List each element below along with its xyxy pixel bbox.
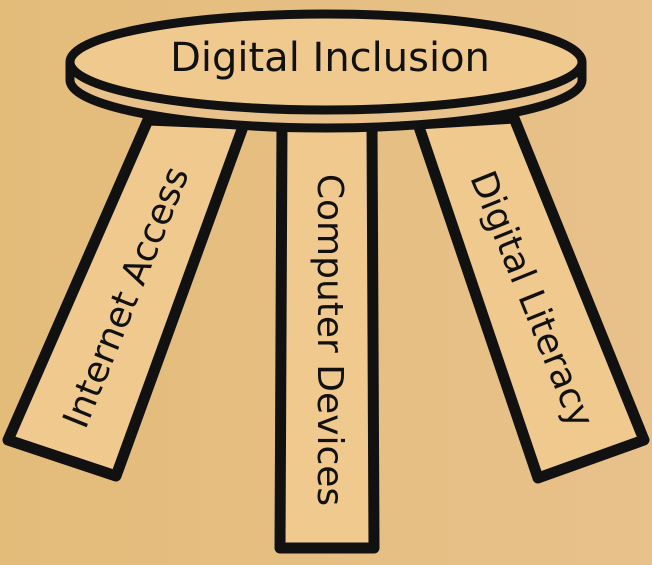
leg-center-label: Computer Devices: [309, 174, 350, 506]
stool-seat: Digital Inclusion: [65, 9, 587, 133]
seat-title: Digital Inclusion: [170, 35, 490, 81]
seat-top: [65, 9, 587, 115]
leg-internet-access: Internet Access: [2, 114, 250, 482]
leg-computer-devices: Computer Devices: [274, 118, 380, 554]
leg-digital-literacy: Digital Literacy: [412, 112, 650, 484]
